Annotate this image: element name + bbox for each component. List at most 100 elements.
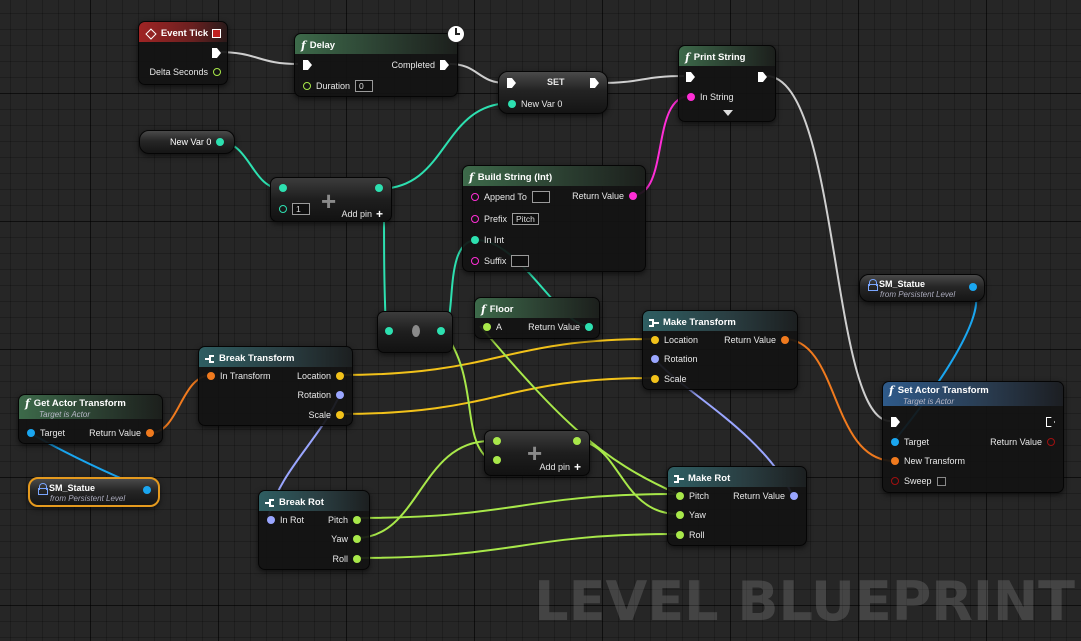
sm-statue-top-node[interactable]: SM_Statue from Persistent Level [859,274,985,302]
mt-rotation-pin[interactable] [651,355,659,363]
bt-scale-pin[interactable] [336,411,344,419]
break-transform-header[interactable]: Break Transform [199,347,352,367]
delegate-pin-icon[interactable] [212,29,221,38]
add-pin-label: Add pin [539,462,570,472]
br-yaw-pin[interactable] [353,535,361,543]
br-roll-pin[interactable] [353,555,361,563]
delta-seconds-pin[interactable] [213,68,221,76]
gat-return-pin[interactable] [146,429,154,437]
delay-exec-in-pin[interactable] [303,60,312,70]
mt-location-pin[interactable] [651,336,659,344]
set-exec-in-pin[interactable] [507,78,516,88]
add-int-input[interactable]: 1 [292,203,310,215]
sat-newtransform-pin[interactable] [891,457,899,465]
set-exec-out-pin[interactable] [590,78,599,88]
conversion-node[interactable] [377,311,453,353]
in-string-pin[interactable] [687,93,695,101]
prefix-pin[interactable] [471,215,479,223]
mr-yaw-pin[interactable] [676,511,684,519]
print-exec-out-pin[interactable] [758,72,767,82]
bt-location-pin[interactable] [336,372,344,380]
mt-scale-pin[interactable] [651,375,659,383]
make-transform-header[interactable]: Make Transform [643,311,797,331]
bt-intransform-pin[interactable] [207,372,215,380]
add-float-in-a-pin[interactable] [493,437,501,445]
add-float-node[interactable]: + Add pin + [484,430,590,476]
make-transform-node[interactable]: Make Transform Location Return Value Rot… [642,310,798,390]
gat-target-pin[interactable] [27,429,35,437]
break-rot-node[interactable]: Break Rot In Rot Pitch Yaw Roll [258,490,370,570]
add-float-add-pin-button[interactable]: Add pin + [539,460,581,474]
mr-pitch-pin[interactable] [676,492,684,500]
make-rot-node[interactable]: Make Rot Pitch Return Value Yaw Roll [667,466,807,546]
exec-out-pin-icon[interactable] [212,48,221,58]
floor-header[interactable]: f Floor [475,298,599,318]
build-string-return-label: Return Value [572,191,624,201]
add-int-out-pin[interactable] [375,184,383,192]
in-int-pin[interactable] [471,236,479,244]
bt-rotation-pin[interactable] [336,391,344,399]
sm-statue-bottom-out-pin[interactable] [143,486,151,494]
get-actor-transform-title: Get Actor Transform [33,398,126,409]
event-tick-exec-out[interactable] [212,48,221,58]
build-string-node[interactable]: f Build String (Int) Append To Return Va… [462,165,646,272]
add-float-in-b-pin[interactable] [493,456,501,464]
append-to-pin[interactable] [471,193,479,201]
print-string-header[interactable]: f Print String [679,46,775,66]
print-string-title: Print String [693,52,746,63]
sat-return-pin[interactable] [1047,438,1055,446]
floor-return-pin[interactable] [585,323,593,331]
set-newvar-pin[interactable] [508,100,516,108]
add-float-out-pin[interactable] [573,437,581,445]
newvar-get-out-pin[interactable] [216,138,225,146]
sm-statue-bottom-node[interactable]: SM_Statue from Persistent Level [28,477,160,507]
br-pitch-pin[interactable] [353,516,361,524]
add-int-node[interactable]: 1 + Add pin + [270,177,392,222]
delay-header[interactable]: f Delay [295,34,457,54]
mt-return-pin[interactable] [781,336,789,344]
sm-statue-top-title: SM_Statue [879,279,926,289]
floor-node[interactable]: f Floor A Return Value [474,297,600,339]
sat-exec-out-pin[interactable] [1046,417,1055,427]
build-string-header[interactable]: f Build String (Int) [463,166,645,186]
set-node[interactable]: SET New Var 0 [498,71,608,114]
make-rot-header[interactable]: Make Rot [668,467,806,487]
conversion-in-pin[interactable] [385,327,393,335]
expand-advanced-chevron-icon[interactable] [723,110,733,116]
sat-target-pin[interactable] [891,438,899,446]
print-string-node[interactable]: f Print String In String [678,45,776,122]
append-to-input[interactable] [531,191,550,203]
newvar-get-node[interactable]: New Var 0 [139,130,235,154]
conversion-out-pin[interactable] [437,327,445,335]
sat-sweep-pin[interactable] [891,477,899,485]
event-tick-node[interactable]: Event Tick Delta Seconds [138,21,228,85]
mr-return-pin[interactable] [790,492,798,500]
duration-input[interactable]: 0 [355,80,374,92]
break-rot-header[interactable]: Break Rot [259,491,369,511]
add-int-in-a-pin[interactable] [279,184,287,192]
sweep-checkbox[interactable] [936,476,946,486]
build-string-return-pin[interactable] [629,192,637,200]
floor-title: Floor [489,304,514,315]
completed-exec-pin[interactable] [440,60,449,70]
suffix-pin[interactable] [471,257,479,265]
add-int-in-b-pin[interactable] [279,205,287,213]
add-int-add-pin-button[interactable]: Add pin + [341,207,383,221]
sat-exec-in-pin[interactable] [891,417,900,427]
event-tick-header[interactable]: Event Tick [139,22,227,42]
delay-node[interactable]: f Delay Completed Duration 0 [294,33,458,97]
wire-transform-make-setactor [783,338,895,462]
duration-pin[interactable] [303,82,311,90]
br-inrot-pin[interactable] [267,516,275,524]
prefix-input[interactable]: Pitch [512,213,539,225]
break-transform-node[interactable]: Break Transform In Transform Location Ro… [198,346,353,426]
floor-a-pin[interactable] [483,323,491,331]
sm-statue-top-out-pin[interactable] [969,283,977,291]
suffix-input[interactable] [511,255,530,267]
mr-roll-pin[interactable] [676,531,684,539]
print-exec-in-pin[interactable] [686,72,695,82]
